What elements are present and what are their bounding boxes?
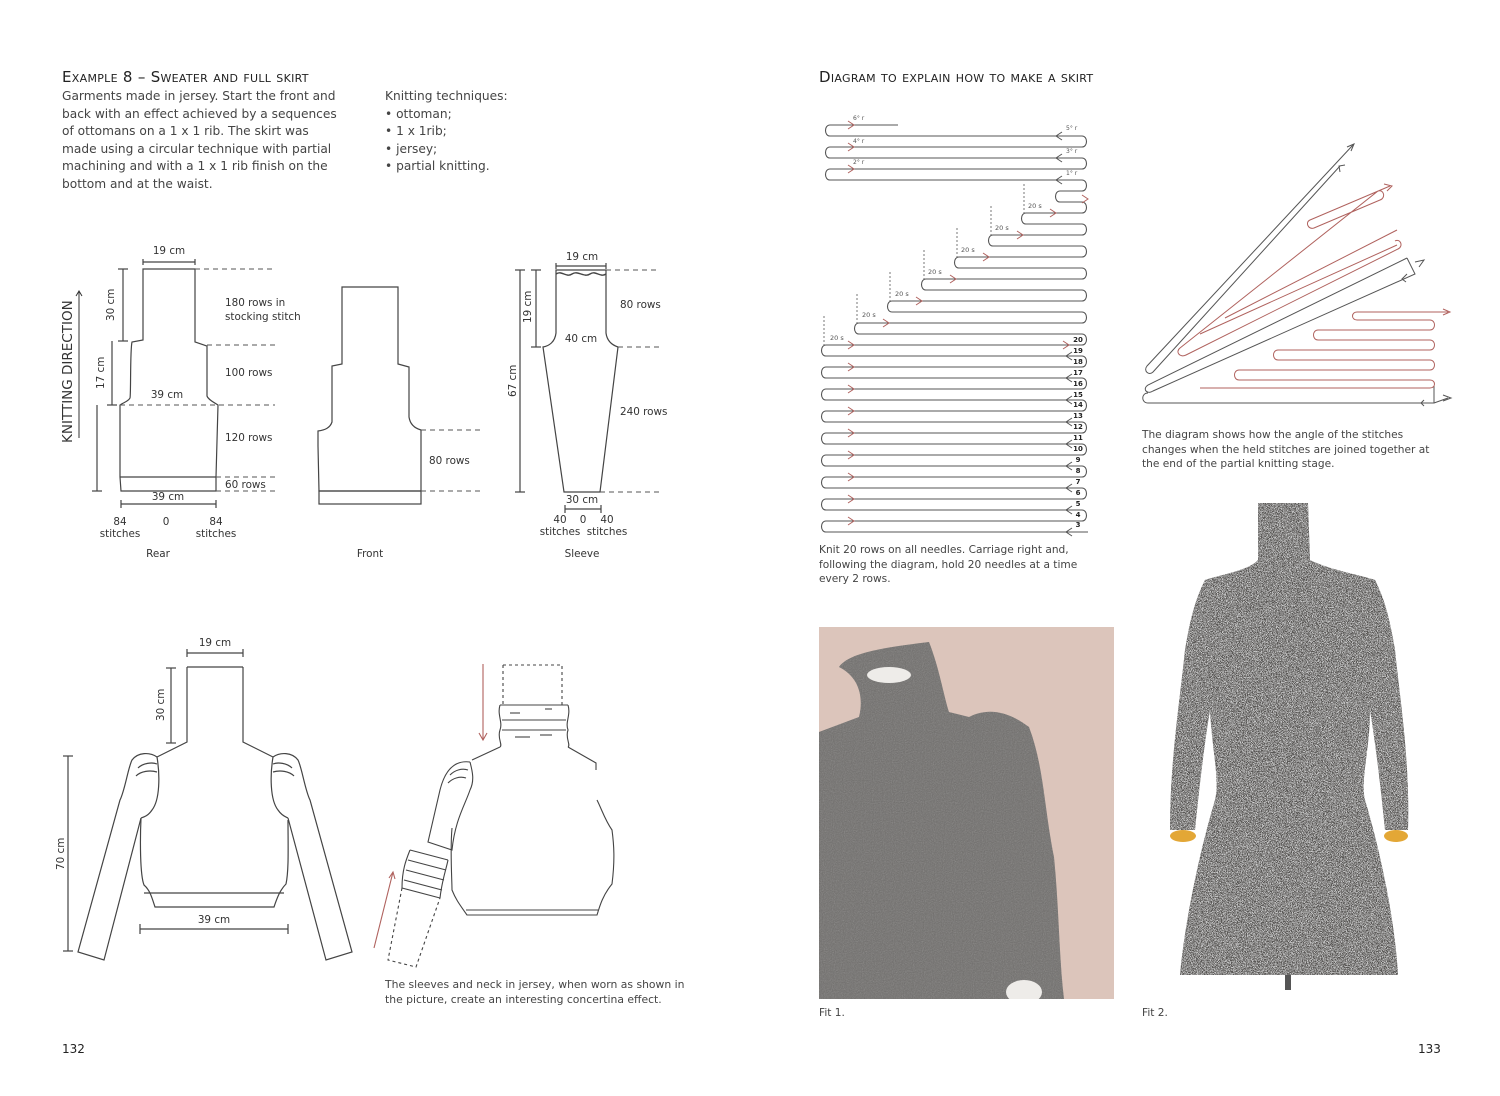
- row-numbers: 20 19 18 17 16 15 14 13 12 11 10 9 8 7 6…: [1073, 336, 1083, 530]
- rear-rows-3: 120 rows: [225, 432, 273, 444]
- held-label: 20 s: [961, 246, 975, 254]
- assembled-hem-width: 39 cm: [197, 914, 231, 926]
- rear-pattern-diagram: [92, 259, 660, 513]
- sleeve-rows-1: 80 rows: [620, 299, 661, 311]
- row-label: 3° r: [1066, 148, 1078, 155]
- rear-bottom-width: 39 cm: [151, 491, 185, 503]
- sleeve-mid-width: 40 cm: [564, 333, 598, 345]
- rear-top-width: 19 cm: [152, 245, 186, 257]
- row-label: 4° r: [853, 138, 865, 145]
- held-label: 20 s: [862, 311, 876, 319]
- skirt-caption: Knit 20 rows on all needles. Carriage ri…: [819, 544, 1078, 585]
- rear-rows-2: 100 rows: [225, 367, 273, 379]
- row-label: 6° r: [853, 115, 865, 122]
- page-title-right: Diagram to explain how to make a skirt: [819, 68, 1094, 86]
- skirt-partial-knitting-diagram: [820, 120, 1089, 537]
- concertina-caption: The sleeves and neck in jersey, when wor…: [385, 978, 685, 1006]
- fit2-caption: Fit 2.: [1142, 1007, 1168, 1019]
- techniques: Knitting techniques: ottoman; 1 x 1rib; …: [385, 88, 545, 176]
- fit1-photo: [819, 627, 1114, 999]
- sleeve-bottom-width: 30 cm: [565, 494, 599, 506]
- rear-rows-4: 60 rows: [225, 479, 266, 491]
- technique-item: partial knitting.: [385, 158, 545, 176]
- row-label: 1° r: [1066, 170, 1078, 177]
- sleeve-rows-2: 240 rows: [620, 406, 668, 418]
- row-label: 2° r: [853, 159, 865, 166]
- sleeve-label: Sleeve: [564, 548, 600, 560]
- assembled-neck-width: 19 cm: [198, 637, 232, 649]
- rear-label: Rear: [146, 548, 170, 560]
- fit2-photo: [1160, 500, 1435, 1010]
- front-label: Front: [356, 548, 384, 560]
- page-title-left: Example 8 – Sweater and full skirt: [62, 68, 309, 86]
- rear-mid-width: 39 cm: [150, 389, 184, 401]
- sleeve-stitches-right: 40 stitches: [586, 514, 628, 538]
- front-rows: 80 rows: [429, 455, 470, 467]
- technique-item: jersey;: [385, 141, 545, 159]
- rear-stitches-center: 0: [162, 516, 170, 528]
- technique-item: ottoman;: [385, 106, 545, 124]
- concertina-diagram: [373, 664, 615, 968]
- row-label: 5° r: [1066, 125, 1078, 132]
- angle-caption: The diagram shows how the angle of the s…: [1142, 429, 1430, 470]
- description: Garments made in jersey. Start the front…: [62, 89, 337, 191]
- sleeve-top-width: 19 cm: [565, 251, 599, 263]
- page-number-right: 133: [1418, 1042, 1441, 1056]
- held-label: 20 s: [1028, 202, 1042, 210]
- held-label: 20 s: [928, 268, 942, 276]
- held-label: 20 s: [895, 290, 909, 298]
- technique-item: 1 x 1rib;: [385, 123, 545, 141]
- up-arrow-icon: [75, 290, 83, 438]
- sleeve-stitches-center: 0: [579, 514, 587, 526]
- page-number-left: 132: [62, 1042, 85, 1056]
- rear-stitches-left: 84 stitches: [99, 516, 141, 540]
- rear-stitches-right: 84 stitches: [195, 516, 237, 540]
- held-label: 20 s: [995, 224, 1009, 232]
- assembled-sweater-diagram: [63, 649, 353, 961]
- sleeve-stitches-left: 40 stitches: [539, 514, 581, 538]
- fit1-caption: Fit 1.: [819, 1007, 845, 1019]
- techniques-title: Knitting techniques:: [385, 89, 508, 103]
- held-label: 20 s: [830, 334, 844, 342]
- stitch-angle-diagram: [1142, 143, 1453, 407]
- rear-rows-1: 180 rows in stocking stitch: [225, 297, 301, 323]
